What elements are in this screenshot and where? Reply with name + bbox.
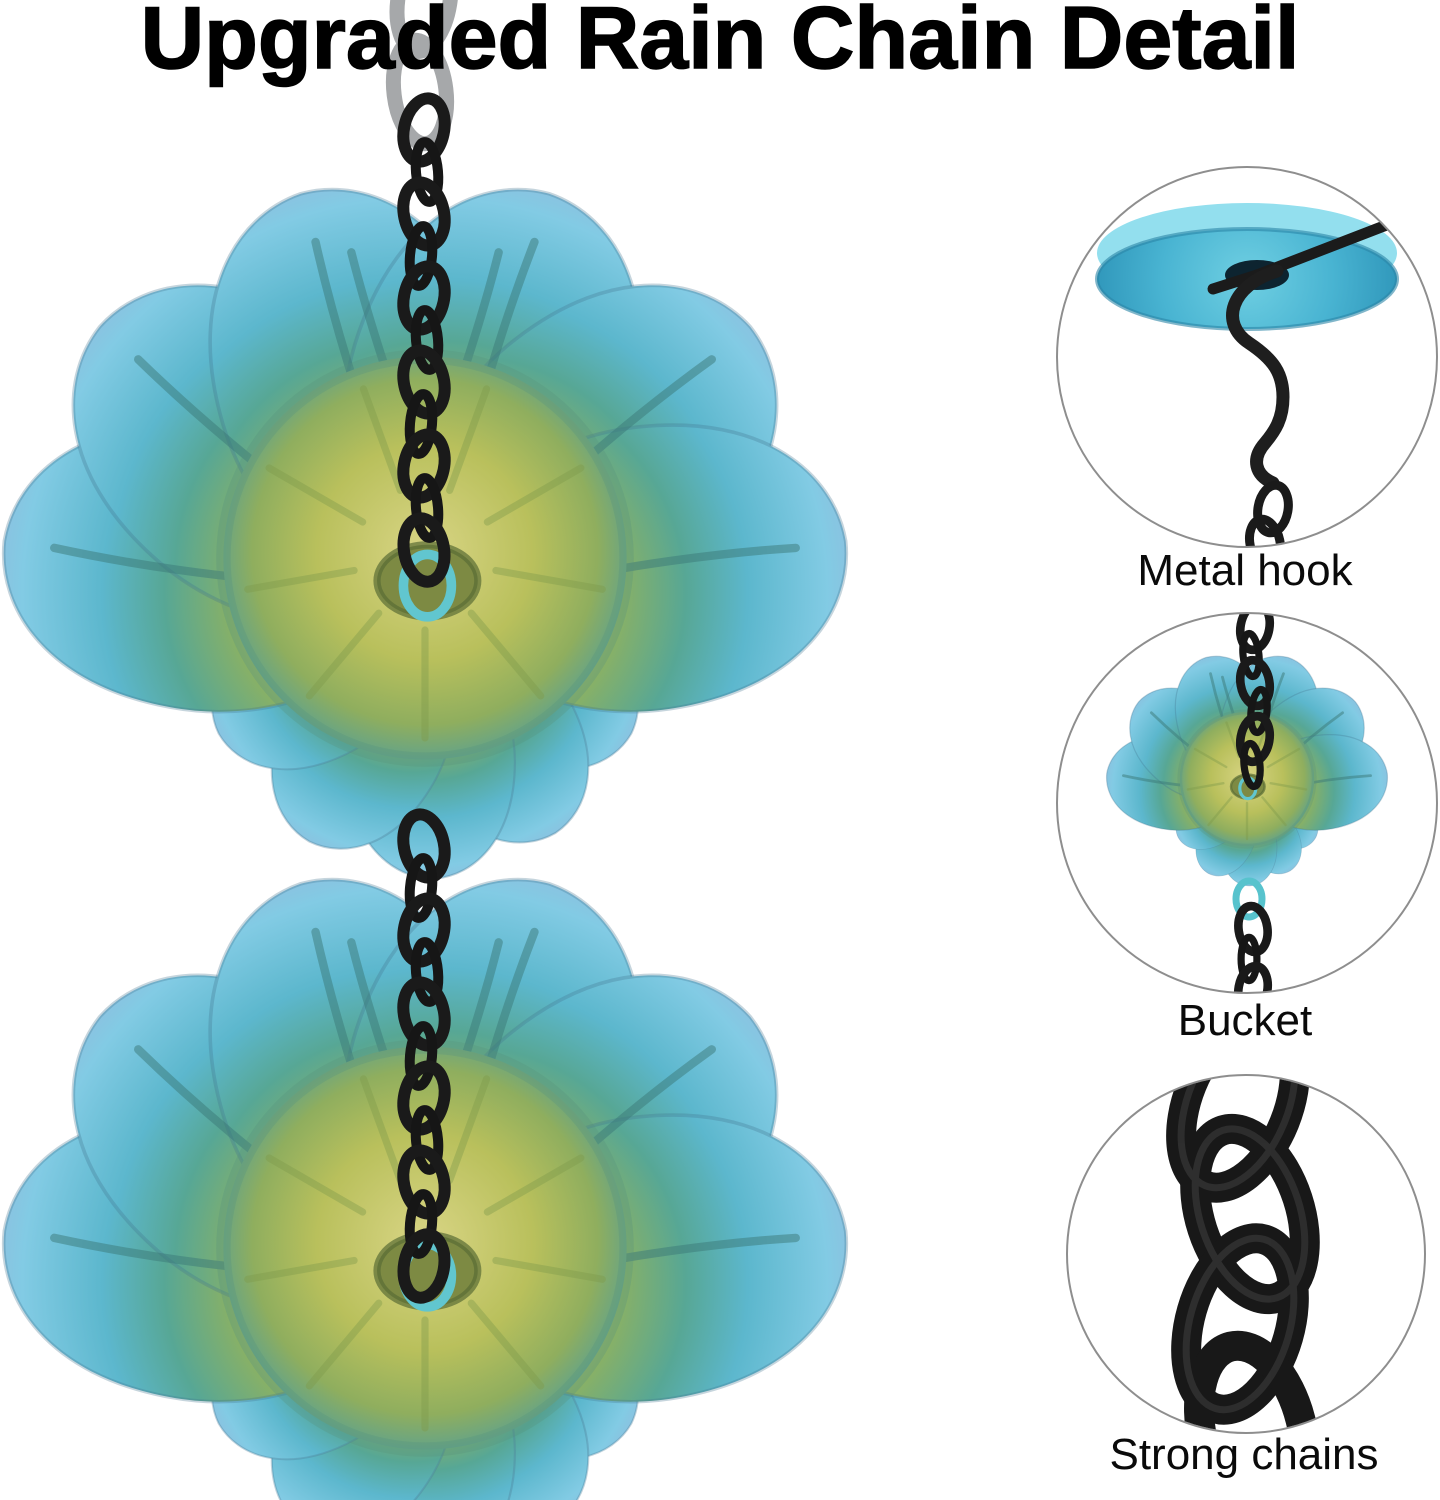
inset-label-strong-chains: Strong chains (1109, 1430, 1379, 1479)
inset-bucket (1056, 612, 1438, 994)
gutter-disc (1095, 203, 1403, 331)
rain-chain-photo (0, 0, 1040, 1500)
bucket-illustration (1058, 614, 1436, 992)
strong-chains-illustration (1166, 1076, 1320, 1432)
inset-label-metal-hook: Metal hook (1137, 546, 1353, 595)
inset-label-bucket: Bucket (1177, 996, 1313, 1045)
inset-metal-hook (1056, 166, 1438, 548)
teal-link-icon (1232, 877, 1266, 921)
page-title: Upgraded Rain Chain Detail (140, 0, 1300, 87)
inset-strong-chains (1066, 1074, 1426, 1434)
s-hook-icon (1226, 264, 1290, 490)
hook-chain (1245, 483, 1292, 546)
metal-hook-illustration (1095, 203, 1403, 546)
link-highlights (1177, 1076, 1309, 1414)
